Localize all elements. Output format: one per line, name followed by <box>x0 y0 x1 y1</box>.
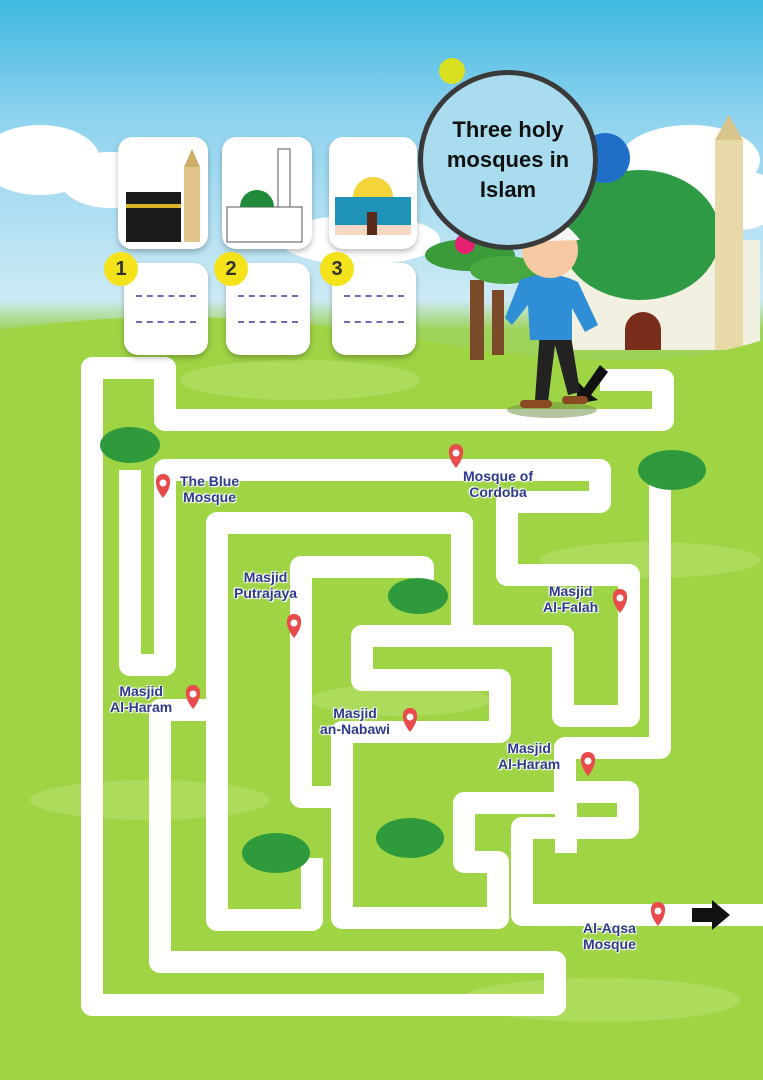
mosque-background-illustration <box>560 115 760 350</box>
label-masjid-al-haram-right: Masjid Al-Haram <box>498 740 561 772</box>
mosque-card-1 <box>118 137 208 249</box>
label-masjid-putrajaya: Masjid Putrajaya <box>234 569 298 601</box>
map-pin-dot <box>189 690 197 698</box>
answer-line <box>238 295 298 297</box>
number-badge-3: 3 <box>320 252 354 286</box>
number-badge-2: 2 <box>214 252 248 286</box>
maze-path <box>206 512 473 931</box>
map-pin-dot <box>452 449 460 457</box>
label-masjid-an-nabawi: Masjid an-Nabawi <box>320 705 391 737</box>
answer-box-1[interactable] <box>124 263 208 355</box>
map-pin-dot <box>290 619 298 627</box>
answer-line <box>344 295 404 297</box>
title-bubble: Three holy mosques in Islam <box>418 70 598 250</box>
label-blue-mosque: The Blue Mosque <box>180 473 240 505</box>
finish-arrow-icon <box>692 900 730 930</box>
page-title: Three holy mosques in Islam <box>446 117 570 202</box>
start-arrow-icon <box>576 365 608 404</box>
answer-line <box>238 321 298 323</box>
label-masjid-al-falah: Masjid Al-Falah <box>543 583 599 615</box>
mosque-card-2 <box>222 137 312 249</box>
dome-of-rock-illustration <box>335 177 411 235</box>
map-pin-dot <box>159 479 167 487</box>
maze-path <box>511 480 763 926</box>
maze-path <box>81 357 674 1016</box>
maze-paths <box>81 357 763 1016</box>
answer-line <box>136 321 196 323</box>
maze-path <box>119 459 640 929</box>
maze-path <box>290 556 434 808</box>
map-pin-dot <box>654 907 662 915</box>
label-mosque-of-cordoba: Mosque of Cordoba <box>463 468 533 500</box>
label-al-aqsa-mosque: Al-Aqsa Mosque <box>583 920 636 952</box>
bushes <box>100 427 706 873</box>
number-badge-1: 1 <box>104 252 138 286</box>
map-pin-dot <box>616 594 624 602</box>
kaaba-illustration <box>126 149 200 242</box>
answer-line <box>344 321 404 323</box>
map-pin-dot <box>406 713 414 721</box>
map-pin-dot <box>584 757 592 765</box>
answer-line <box>136 295 196 297</box>
green-dome-mosque-illustration <box>226 148 303 243</box>
location-pins <box>155 444 666 926</box>
label-masjid-al-haram-left: Masjid Al-Haram <box>110 683 173 715</box>
mosque-card-3 <box>329 137 417 249</box>
